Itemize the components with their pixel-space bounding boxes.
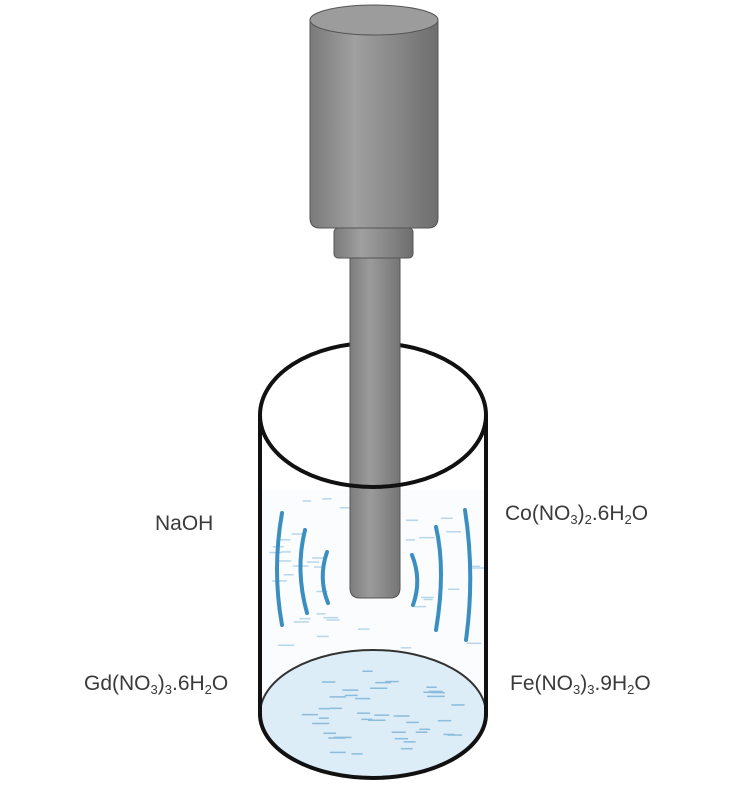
wave-right-middle bbox=[434, 525, 443, 632]
label-gadolinium-nitrate: Gd(NO3)3.6H2O bbox=[84, 672, 228, 697]
cobalt-sub-2: 2 bbox=[584, 512, 592, 527]
label-iron-nitrate: Fe(NO3)3.9H2O bbox=[510, 672, 651, 697]
cobalt-sub-3: 2 bbox=[624, 512, 632, 527]
gd-sub-3: 2 bbox=[204, 682, 212, 697]
gd-text-d: O bbox=[211, 672, 229, 695]
label-naoh: NaOH bbox=[155, 512, 213, 536]
gd-text-b: ) bbox=[157, 672, 165, 695]
fe-sub-2: 3 bbox=[587, 682, 595, 697]
wave-left-outer bbox=[275, 511, 284, 627]
naoh-text: NaOH bbox=[155, 512, 214, 535]
beaker-bottom-edge bbox=[258, 713, 488, 780]
cobalt-text-d: O bbox=[631, 502, 649, 525]
fe-sub-3: 2 bbox=[627, 682, 635, 697]
wave-left-middle bbox=[298, 528, 309, 615]
wave-left-inner bbox=[320, 550, 330, 605]
homogenizer-motor bbox=[309, 4, 439, 259]
wave-right-outer bbox=[463, 508, 473, 642]
gd-text-c: .6H bbox=[171, 672, 205, 695]
ultrasonic-waves bbox=[275, 508, 473, 642]
gd-text-a: Gd(NO bbox=[84, 672, 151, 695]
beaker-rim-front bbox=[258, 414, 488, 489]
cobalt-sub-1: 3 bbox=[570, 512, 578, 527]
homogenizer-shaft bbox=[349, 257, 401, 599]
fe-text-c: .9H bbox=[594, 672, 628, 695]
cobalt-text-b: ) bbox=[577, 502, 585, 525]
cobalt-text-c: .6H bbox=[591, 502, 625, 525]
gd-sub-2: 3 bbox=[164, 682, 172, 697]
label-cobalt-nitrate: Co(NO3)2.6H2O bbox=[505, 502, 648, 527]
fe-text-a: Fe(NO bbox=[510, 672, 573, 695]
fe-sub-1: 3 bbox=[573, 682, 581, 697]
wave-right-inner bbox=[410, 553, 420, 607]
fe-text-b: ) bbox=[580, 672, 588, 695]
fe-text-d: O bbox=[634, 672, 651, 695]
cobalt-text-a: Co(NO bbox=[505, 502, 571, 525]
gd-sub-1: 3 bbox=[150, 682, 158, 697]
